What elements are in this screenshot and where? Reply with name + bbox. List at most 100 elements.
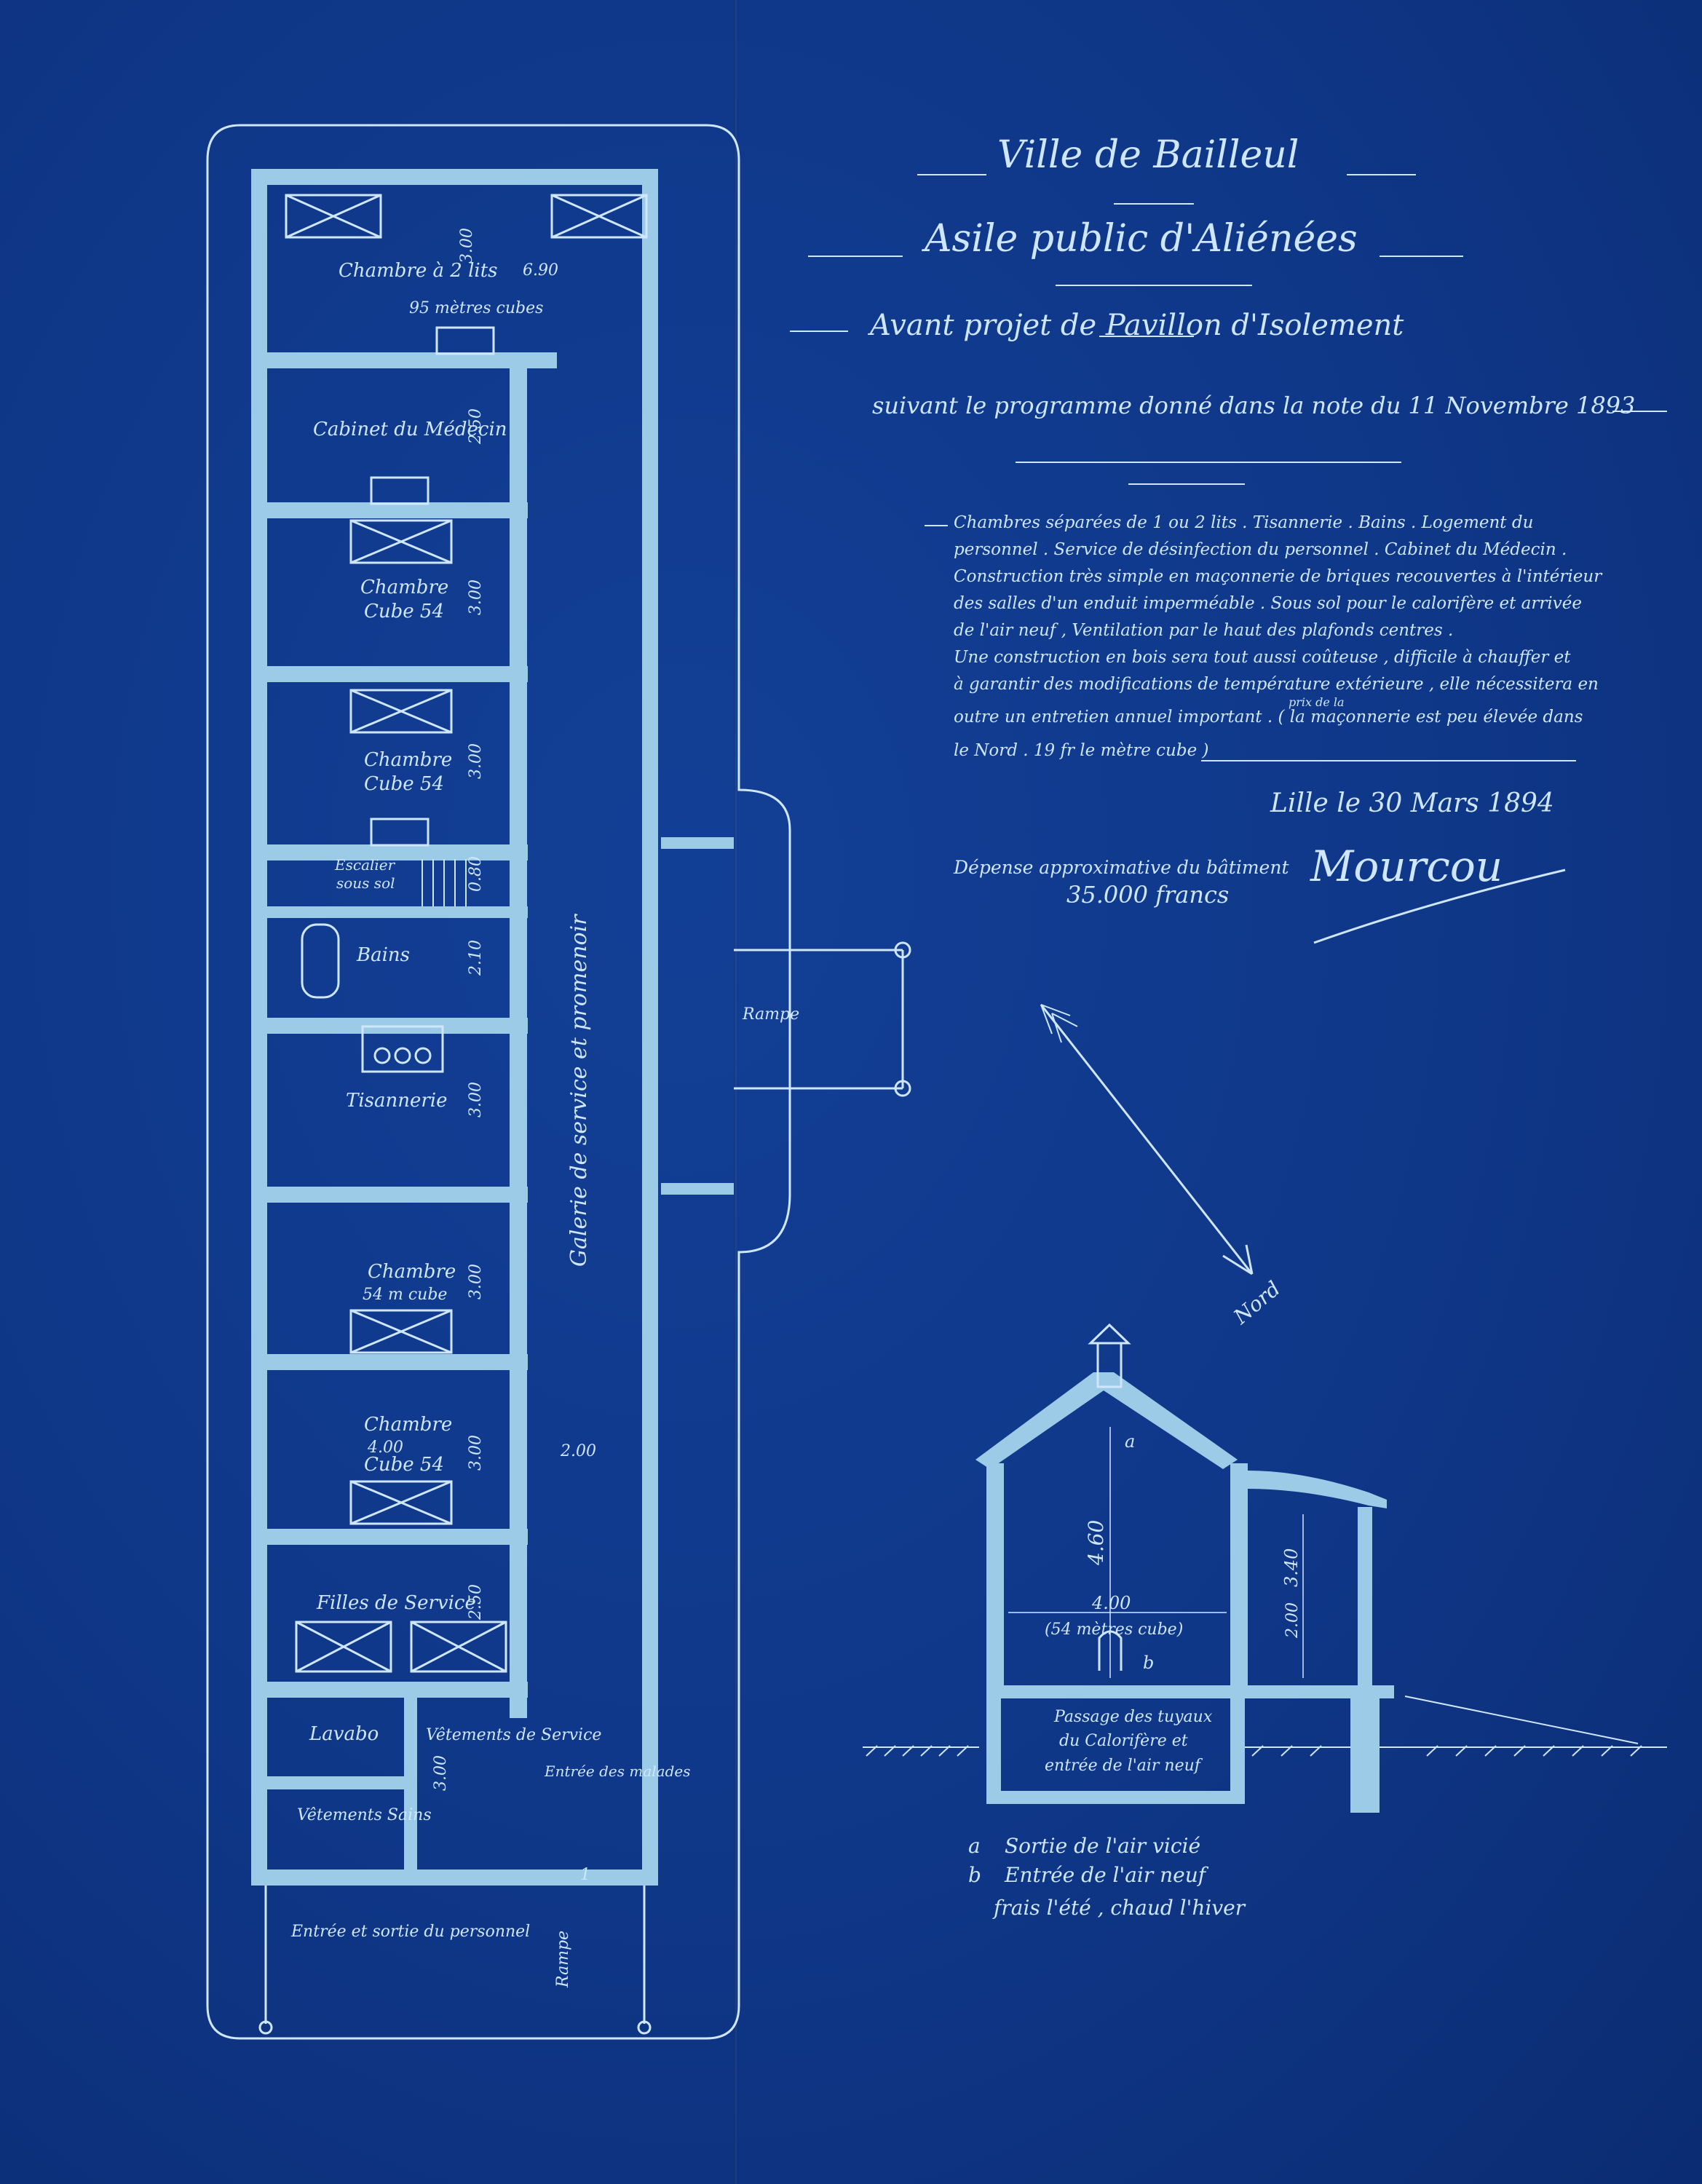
desc-line-5: de l'air neuf , Ventilation par le haut … bbox=[954, 621, 1453, 640]
expense-amount: 35.000 francs bbox=[1066, 881, 1229, 909]
south-wall bbox=[251, 1870, 658, 1886]
dim-300e: 3.00 bbox=[467, 1264, 485, 1299]
right-footing bbox=[1350, 1685, 1380, 1813]
legend-text-a: Sortie de l'air vicié bbox=[1005, 1834, 1200, 1858]
wall-5 bbox=[251, 906, 528, 918]
label-cube-2: Cube 54 bbox=[364, 773, 444, 795]
label-rampe-bottom: Rampe bbox=[554, 1931, 572, 1988]
label-cabinet: Cabinet du Médecin bbox=[313, 419, 507, 440]
passage-1: Passage des tuyaux bbox=[1053, 1708, 1213, 1726]
label-entree-malades: Entrée des malades bbox=[544, 1762, 690, 1780]
signature: Mourcou bbox=[1310, 842, 1503, 891]
dimensions: 3.00 6.90 2.50 3.00 3.00 0.80 2.10 3.00 … bbox=[367, 228, 596, 1884]
label-vetements-sains: Vêtements Sains bbox=[297, 1806, 432, 1824]
dim-300b: 3.00 bbox=[467, 579, 485, 615]
wall-1 bbox=[251, 352, 557, 368]
label-chambre-4: Chambre bbox=[364, 1414, 452, 1436]
stove-2 bbox=[370, 476, 430, 505]
gallery-post bbox=[1358, 1507, 1372, 1685]
corridor-wall bbox=[510, 357, 527, 1718]
section-volume: (54 mètres cube) bbox=[1045, 1621, 1183, 1639]
label-cube-4: Cube 54 bbox=[364, 1454, 444, 1476]
desc-line-7: à garantir des modifications de températ… bbox=[954, 675, 1599, 694]
dim-080: 0.80 bbox=[467, 856, 485, 892]
wall-4 bbox=[251, 844, 528, 860]
gallery-roof bbox=[1248, 1471, 1387, 1508]
marker-b: b bbox=[1143, 1653, 1154, 1673]
title-block: Ville de Bailleul Asile public d'Aliénée… bbox=[790, 133, 1667, 485]
side-ramp bbox=[734, 941, 911, 1097]
wall-11 bbox=[404, 1696, 417, 1871]
desc-line-6: Une construction en bois sera tout aussi… bbox=[954, 648, 1571, 667]
stove-1 bbox=[435, 326, 495, 355]
label-lavabo: Lavabo bbox=[309, 1723, 379, 1745]
label-vetements-service: Vêtements de Service bbox=[426, 1726, 601, 1744]
desc-line-9: le Nord . 19 fr le mètre cube ) bbox=[954, 741, 1208, 760]
label-chambre-2: Chambre bbox=[364, 749, 452, 771]
desc-line-4: des salles d'un enduit imperméable . Sou… bbox=[954, 594, 1582, 613]
bathtub bbox=[301, 923, 340, 999]
label-cube-1: Cube 54 bbox=[364, 601, 444, 622]
north-label: Nord bbox=[1229, 1276, 1286, 1329]
label-bains: Bains bbox=[356, 944, 410, 966]
label-chambre-2-lits: Chambre à 2 lits bbox=[339, 260, 498, 282]
wall-9 bbox=[251, 1529, 528, 1545]
dim-210: 2.10 bbox=[467, 940, 485, 976]
stair bbox=[421, 859, 467, 906]
annex-1 bbox=[661, 837, 734, 849]
label-chambre-1: Chambre bbox=[360, 577, 448, 598]
label-entree-personnel: Entrée et sortie du personnel bbox=[290, 1923, 530, 1941]
legend-key-b: b bbox=[968, 1863, 981, 1887]
title-program: suivant le programme donné dans la note … bbox=[872, 392, 1635, 419]
dim-250b: 2.50 bbox=[467, 1584, 485, 1621]
floor-plan: Chambre à 2 lits 95 mètres cubes Cabinet… bbox=[206, 124, 911, 2040]
title-city: Ville de Bailleul bbox=[997, 133, 1299, 177]
north-wall bbox=[251, 169, 658, 185]
legend-text-b: Entrée de l'air neuf bbox=[1004, 1863, 1209, 1887]
main-roof bbox=[975, 1372, 1238, 1469]
site-outline bbox=[206, 124, 791, 2040]
desc-insert: prix de la bbox=[1289, 695, 1345, 709]
dim-300d: 3.00 bbox=[467, 1082, 485, 1117]
cross-section: a 4.60 4.00 (54 mètres cube) b 3.40 2.00… bbox=[863, 1323, 1667, 1813]
label-galerie: Galerie de service et promenoir bbox=[566, 914, 592, 1267]
stove-3 bbox=[370, 818, 430, 847]
north-arrow: Nord bbox=[1040, 1004, 1286, 1329]
legend-text-c: frais l'été , chaud l'hiver bbox=[992, 1896, 1246, 1920]
basement-floor bbox=[986, 1791, 1245, 1804]
ground-hatch bbox=[866, 1745, 1642, 1757]
legend: a Sortie de l'air vicié b Entrée de l'ai… bbox=[968, 1834, 1246, 1920]
section-wall-left bbox=[986, 1463, 1004, 1685]
label-sous-sol: sous sol bbox=[336, 874, 395, 892]
room-labels: Chambre à 2 lits 95 mètres cubes Cabinet… bbox=[290, 260, 799, 1988]
wall-10 bbox=[251, 1682, 528, 1698]
description-block: Chambres séparées de 1 ou 2 lits . Tisan… bbox=[925, 513, 1603, 761]
east-wall bbox=[642, 169, 658, 1886]
passage-3: entrée de l'air neuf bbox=[1045, 1757, 1203, 1775]
label-escalier: Escalier bbox=[334, 856, 396, 874]
dim-300-top: 3.00 bbox=[458, 228, 476, 264]
wall-8 bbox=[251, 1354, 528, 1370]
desc-line-1: Chambres séparées de 1 ou 2 lits . Tisan… bbox=[954, 513, 1533, 532]
section-text: a 4.60 4.00 (54 mètres cube) b 3.40 2.00… bbox=[1045, 1431, 1302, 1775]
tisane-stove bbox=[361, 1025, 444, 1073]
ground-floor-slab bbox=[986, 1685, 1394, 1698]
wall-7 bbox=[251, 1187, 528, 1203]
title-project: Avant projet de Pavillon d'Isolement bbox=[867, 309, 1404, 342]
dim-400-section: 4.00 bbox=[1091, 1593, 1131, 1613]
beds bbox=[285, 194, 648, 1673]
title-institution: Asile public d'Aliénées bbox=[922, 217, 1358, 261]
dim-200: 2.00 bbox=[560, 1442, 596, 1460]
section-wall-right bbox=[1230, 1463, 1248, 1685]
label-95: 95 mètres cubes bbox=[409, 299, 543, 317]
dim-690: 6.90 bbox=[523, 261, 558, 280]
desc-line-8: outre un entretien annuel important . ( … bbox=[954, 708, 1583, 727]
wall-3 bbox=[251, 666, 528, 682]
label-cube-3: 54 m cube bbox=[363, 1286, 447, 1304]
basement-wall-left bbox=[986, 1685, 1001, 1802]
date-signature: Lille le 30 Mars 1894 Dépense approximat… bbox=[953, 788, 1566, 944]
marker-a: a bbox=[1125, 1431, 1135, 1452]
basement-wall-right bbox=[1230, 1685, 1245, 1802]
dim-400-plan: 4.00 bbox=[367, 1439, 403, 1457]
